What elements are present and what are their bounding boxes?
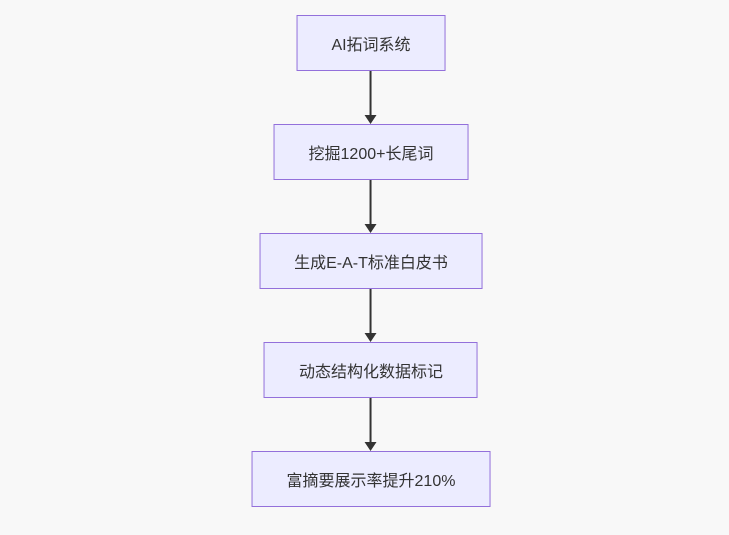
flow-edge-4 [364,398,378,451]
arrowhead-down-icon [365,115,377,124]
edge-line [370,398,372,443]
flow-node-label: 生成E-A-T标准白皮书 [294,255,448,272]
flow-node-ai-word-expansion: AI拓词系统 [296,15,446,71]
edge-line [370,289,372,334]
flow-node-label: 挖掘1200+长尾词 [308,146,434,163]
arrowhead-down-icon [365,224,377,233]
flow-node-rich-snippet-rate: 富摘要展示率提升210% [251,451,491,507]
arrowhead-down-icon [365,333,377,342]
edge-line [370,180,372,225]
arrowhead-down-icon [365,442,377,451]
flow-node-eat-whitepaper: 生成E-A-T标准白皮书 [259,233,483,289]
flow-edge-1 [364,71,378,124]
flow-node-label: 动态结构化数据标记 [298,364,443,381]
flow-edge-3 [364,289,378,342]
flowchart-diagram: AI拓词系统 挖掘1200+长尾词 生成E-A-T标准白皮书 动态结构化数据标记 [251,15,491,507]
flow-node-label: AI拓词系统 [331,37,411,54]
flow-node-label: 富摘要展示率提升210% [286,473,456,490]
flow-node-structured-data-markup: 动态结构化数据标记 [263,342,478,398]
flow-edge-2 [364,180,378,233]
flow-node-longtail-keywords: 挖掘1200+长尾词 [273,124,469,180]
edge-line [370,71,372,116]
